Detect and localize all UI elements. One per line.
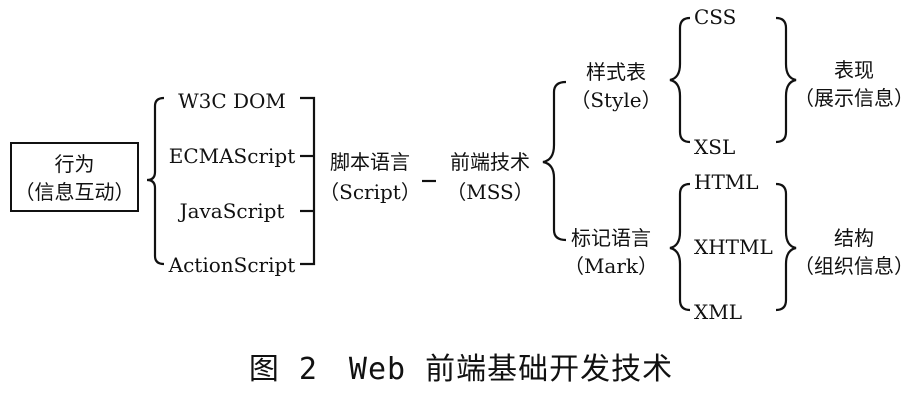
root-label: 行为 xyxy=(54,152,95,176)
mark-item: XML xyxy=(694,300,742,324)
presentation-label: 表现 xyxy=(834,58,874,82)
bracket-languages-right xyxy=(300,96,316,266)
style-node-sublabel: （Style） xyxy=(570,88,662,112)
presentation-sublabel: （展示信息） xyxy=(794,86,914,110)
frontend-node-sublabel: （MSS） xyxy=(446,180,534,204)
frontend-node-label: 前端技术 xyxy=(450,150,530,174)
brace-style-items xyxy=(669,16,691,144)
style-item: XSL xyxy=(694,135,736,159)
script-node-sublabel: （Script） xyxy=(319,180,421,204)
root-box xyxy=(10,142,139,212)
brace-mark-right xyxy=(775,182,797,312)
language-item: W3C DOM xyxy=(178,89,286,113)
mark-item: HTML xyxy=(694,170,759,194)
script-node-label: 脚本语言 xyxy=(330,150,410,174)
language-item: ECMAScript xyxy=(168,144,296,168)
style-item: CSS xyxy=(694,5,737,29)
language-item: JavaScript xyxy=(179,199,285,223)
language-item: ActionScript xyxy=(168,253,296,277)
mark-item: XHTML xyxy=(694,235,773,259)
mark-node-label: 标记语言 xyxy=(571,226,651,250)
brace-frontend xyxy=(542,80,567,242)
brace-languages xyxy=(146,96,165,266)
structure-sublabel: （组织信息） xyxy=(794,254,914,278)
style-node-label: 样式表 xyxy=(586,60,646,84)
mark-node-sublabel: （Mark） xyxy=(563,254,659,278)
structure-label: 结构 xyxy=(834,226,874,250)
figure-caption: 图 2 Web 前端基础开发技术 xyxy=(248,352,674,387)
brace-style-right xyxy=(775,16,797,144)
brace-mark-items xyxy=(669,182,691,312)
root-sublabel: （信息互动） xyxy=(14,180,135,204)
